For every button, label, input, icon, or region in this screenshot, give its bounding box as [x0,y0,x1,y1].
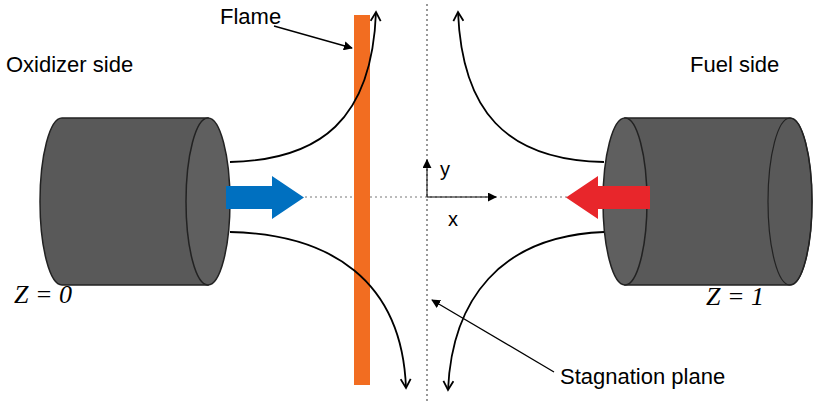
stagnation-leader [432,300,554,372]
oxidizer-nozzle [40,118,230,285]
axis-label: y [440,158,450,181]
x-axis-arrow [427,197,496,198]
oxidizer-flow-arrow [226,176,304,219]
axis-label: x [448,208,458,231]
fuel-flow-arrow [566,176,650,219]
side-label: Fuel side [690,52,779,77]
side-label: Oxidizer side [6,52,133,77]
stagnation-label: Stagnation plane [560,364,725,389]
mixture-fraction-label: Z = 1 [706,282,764,312]
stagnation-plane-line [426,4,427,402]
streamlines [230,12,604,390]
flame-label: Flame [220,4,281,29]
flame-leader [274,26,352,48]
mixture-fraction-label: Z = 0 [14,280,72,310]
streamline [458,12,604,162]
streamline [230,12,376,162]
streamline [230,232,406,388]
y-axis-arrow [427,160,428,197]
